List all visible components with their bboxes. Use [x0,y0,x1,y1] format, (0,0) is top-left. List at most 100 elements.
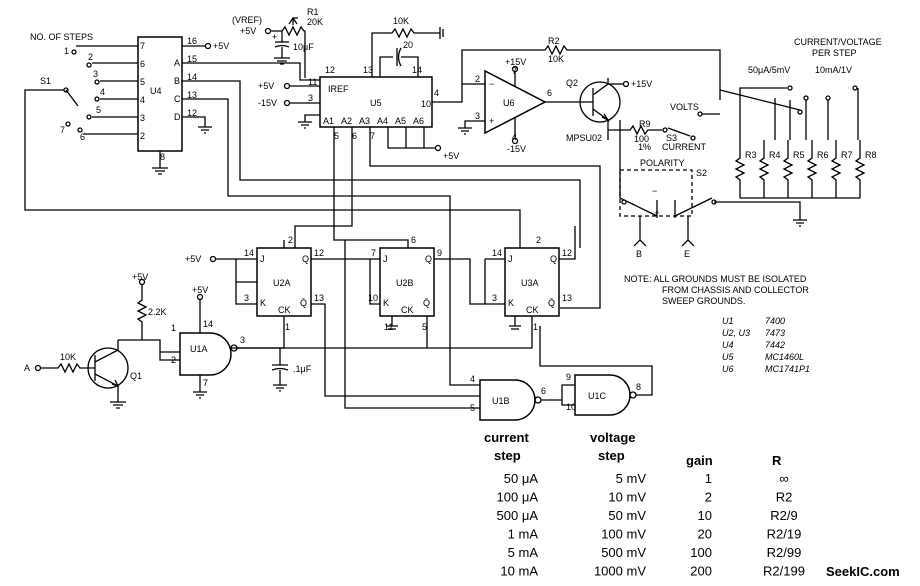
current-label: CURRENT [662,142,707,152]
u4-pin: 15 [187,54,197,64]
u4-pin: 8 [160,152,165,162]
hdr-line: step [598,448,625,463]
polarity-switch: POLARITY S2 − + B E [619,120,807,259]
s3-label: S3 [666,133,677,143]
table-cell: R2/99 [767,545,802,560]
u6-label: U6 [503,98,515,108]
u3a-flipflop: U3A J K Q Q̄ CK 14 2 12 3 13 1 [228,226,576,349]
u2a-pin: 1 [285,322,290,332]
u1a-pin: 1 [171,323,176,333]
u1a-pin: 14 [203,319,213,329]
q-pin: Q [302,254,309,264]
r7-label: R7 [841,150,853,160]
u2a-pin: 3 [244,293,249,303]
c-01uf-label: .1μF [293,364,312,374]
range-switch: CURRENT/VOLTAGE PER STEP 50μA/5mV 10mA/1… [719,37,882,199]
table-cell: 20 [698,527,712,542]
u1b-gate: U1B 4 5 6 [344,240,575,421]
u4-decoder: U4 7 6 5 4 3 2 A B C D 16 15 14 13 12 8 … [137,36,581,386]
hdr-line: current [484,430,529,445]
watermark: SeekIC.com [826,564,900,579]
u6-pin: 6 [547,88,552,98]
table-header-current: current step [484,430,532,463]
iref-label: IREF [328,84,349,94]
range1-label: 50μA/5mV [748,65,790,75]
range2-label: 10mA/1V [815,65,852,75]
s1-pos: 2 [88,52,93,62]
table-cell: 1000 mV [594,564,646,579]
u5-addr: A3 [359,116,370,126]
table-cell: R2/199 [763,564,805,579]
supply-label: +5V [258,81,274,91]
u1c-pin: 8 [636,382,641,392]
u1c-pin: 10 [566,402,576,412]
part-value: 7400 [765,316,785,326]
table-cell: 2 [705,490,712,505]
u4-out: D [174,112,181,122]
u2b-pin: 5 [422,322,427,332]
table-cell: 100 [690,545,712,560]
part-value: MC1460L [765,352,804,362]
table-cell: 500 mV [601,545,646,560]
table-cell: 100 mV [601,527,646,542]
u4-pin: 13 [187,90,197,100]
table-header-r: R [772,453,782,468]
supply-label: +15V [631,79,652,89]
table-cell: 200 [690,564,712,579]
u1b-pin: 6 [541,386,546,396]
u5-pin: 7 [370,131,375,141]
supply-label: -15V [507,144,526,154]
u6-pin: 2 [475,74,480,84]
u4-pin: 6 [140,59,145,69]
s1-pos: 5 [96,105,101,115]
u5-dac: IREF U5 A1 A2 A3 A4 A5 A6 11 12 13 14 3 … [258,16,721,309]
j-pin: J [508,254,513,264]
u5-addr: A6 [413,116,424,126]
qbar-pin: Q̄ [300,298,307,308]
clock-input: A 10K Q1 +5V 2.2K U1A 1 2 14 7 3 +5V .1μ… [24,272,312,409]
u1c-label: U1C [588,391,607,401]
u5-pin: 11 [308,77,317,87]
part-ref: U5 [722,352,734,362]
u5-addr: A5 [395,116,406,126]
s2-label: S2 [696,168,707,178]
r8-label: R8 [865,150,877,160]
u2b-pin: 6 [411,235,416,245]
u2a-pin: 14 [244,248,254,258]
u6-pin: 3 [475,111,480,121]
minus-mark: − [652,186,657,196]
u4-out: B [174,76,180,86]
note-line: SWEEP GROUNDS. [662,296,745,306]
k-pin: K [383,298,389,308]
u4-pin: 4 [140,95,145,105]
part-ref: U4 [722,340,734,350]
ck-pin: CK [278,305,291,315]
part-ref: U6 [722,364,734,374]
u4-pin: 5 [140,77,145,87]
r-10k-label: 10K [60,352,76,362]
supply-label: -15V [258,98,277,108]
u3a-label: U3A [521,278,539,288]
k-pin: K [508,298,514,308]
parts-list: U1 7400 U2, U3 7473 U4 7442 U5 MC1460L U… [722,316,810,374]
s1-switch: NO. OF STEPS S1 1 2 3 4 5 6 7 [24,32,521,248]
u1a-pin: 3 [240,335,245,345]
q2-label: Q2 [566,78,578,88]
u5-label: U5 [370,98,382,108]
u4-pin: 12 [187,108,197,118]
plus-mark: + [272,32,277,42]
note-line: NOTE: ALL GROUNDS MUST BE ISOLATED [624,274,807,284]
u3a-pin: 14 [492,248,502,258]
u5-pin: 5 [334,131,339,141]
table-cell: 10 mV [608,490,646,505]
u2b-pin: 10 [368,293,378,303]
r9-value: 100 [634,134,649,144]
table-cell: ∞ [779,471,788,486]
s1-pos: 1 [64,46,69,56]
r1-label: R1 [307,7,319,17]
table-cell: 50 mV [608,508,646,523]
r9-tol: 1% [638,142,651,152]
u1c-gate: U1C 9 10 8 [539,326,653,416]
u2b-pin: 7 [371,248,376,258]
u3a-pin: 13 [562,293,572,303]
